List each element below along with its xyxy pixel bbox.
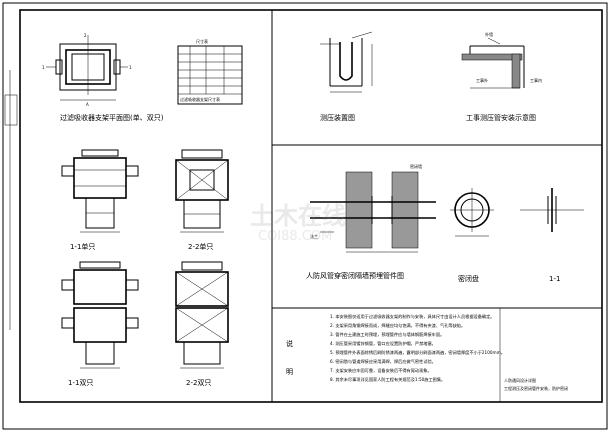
note-line: 7. 支架安装应牢固可靠，设备安装后不得有晃动现象。 [330,367,432,374]
seal-wall-label: 密闭墙 [410,163,422,169]
section-1-1-double-drawing [61,261,139,369]
title-block-line-1: 人防通风设计详图 [504,377,536,383]
filter-plan-caption: 过滤吸收器支架平面图(单、双只) [60,113,164,122]
svg-text:A: A [86,102,89,107]
seal-disc-caption: 密闭盘 [458,274,479,283]
dimension-table-title: 尺寸表 [196,38,208,44]
seal-disc-drawing [450,188,494,237]
dimension-table: 尺寸表 过滤吸收器支架尺寸表 [177,38,243,105]
note-line: 2. 支架采用角钢焊接而成，焊缝应均匀饱满，不得有夹渣、气孔等缺陷。 [330,322,465,329]
section-1-1-double-caption: 1-1双只 [68,379,93,387]
outer-wall-label: 外墙 [485,31,493,37]
note-line: 6. 密闭肋与管道焊接应采用满焊，焊后应做气密性试验。 [330,358,436,365]
section-2-2-single-drawing [175,149,229,233]
dimension-table-note: 过滤吸收器支架尺寸表 [180,96,220,102]
filter-plan-drawing: 2 1 1 A [42,33,132,107]
watermark-line-1: 土木在线 [250,202,346,230]
note-line: 1. 本安装图仅适用于过滤吸收器支架的制作与安装，具体尺寸由设计人员根据设备确定… [330,313,494,320]
notes-list: 1. 本安装图仅适用于过滤吸收器支架的制作与安装，具体尺寸由设计人员根据设备确定… [330,313,505,383]
manometer-caption: 测压装置图 [320,113,355,122]
note-line: 5. 预埋管件外表面除锈后刷防锈漆两遍，露明部分刷面漆两遍，密闭墙厚度不小于21… [330,349,505,356]
seal-disc-section-drawing [520,188,584,232]
svg-text:2: 2 [84,33,87,38]
notes-label-2: 明 [286,368,293,376]
wall-pipe-caption: 人防风管穿密闭隔墙预埋管件图 [306,271,404,280]
note-line: 8. 其余未尽事项详见国家人防工程有关规范及1:50施工图集。 [330,376,445,383]
notes-label-1: 说 [286,339,293,348]
flange-label: 法兰 [310,233,318,239]
section-1-1-single-drawing [61,149,139,233]
section-1-1-caption: 1-1 [549,275,560,283]
svg-text:1: 1 [129,65,132,70]
work-outside-label: 工事外 [476,77,488,83]
note-line: 4. 测压管采用镀锌钢管，管口应设置防护帽，严禁堵塞。 [330,340,436,347]
drawing-frame [19,9,603,403]
binding-box [4,94,18,126]
watermark-line-2: COI88.COM [258,229,332,244]
manometer-drawing [320,31,373,93]
section-2-2-double-caption: 2-2双只 [186,379,211,387]
note-line: 3. 管件在土建施工时预埋，预埋管件应与墙体钢筋焊接牢固。 [330,331,444,338]
work-inside-label: 工事内 [530,77,542,83]
svg-text:1: 1 [42,65,45,70]
section-1-1-single-caption: 1-1单只 [70,242,95,251]
pressure-pipe-caption: 工事测压管安装示意图 [466,113,536,122]
title-block-line-2: 工程测压及密闭管件安装，防护密闭 [504,385,568,391]
section-2-2-single-caption: 2-2单只 [188,242,213,251]
wall-pipe-drawing [310,171,436,253]
watermark: 土木在线 COI88.COM [250,202,346,244]
section-2-2-double-drawing [175,261,229,369]
pressure-pipe-drawing [461,37,525,89]
